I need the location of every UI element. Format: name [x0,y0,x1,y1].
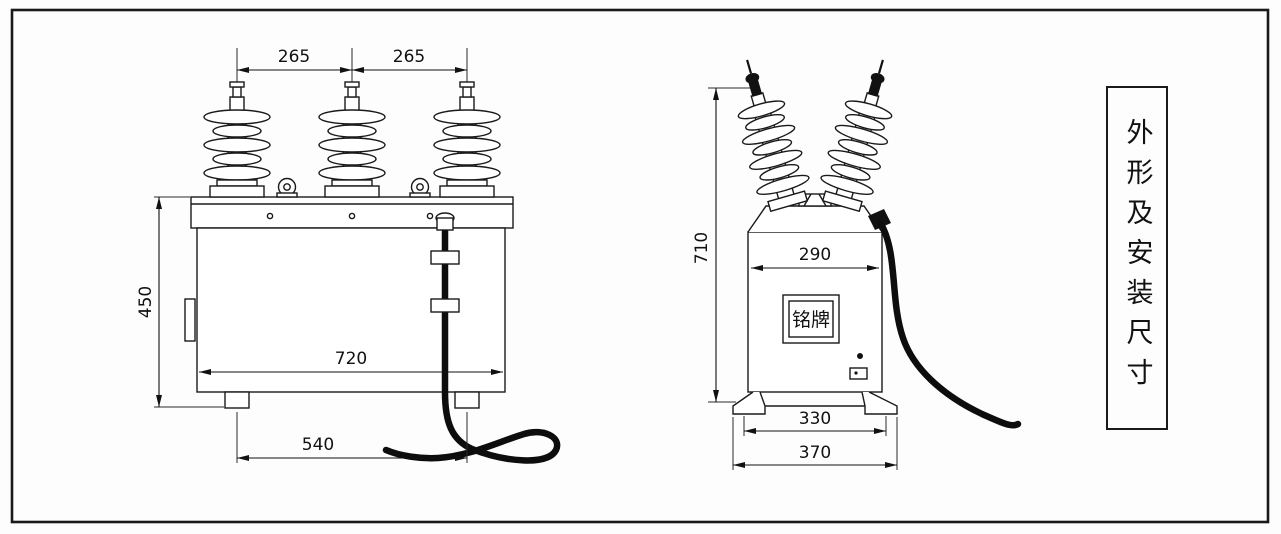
drawing-border [10,8,1270,524]
dimension-footspan-540: 540 [236,412,468,463]
cable-clamp-lower [430,298,460,313]
dim-label-370: 370 [799,443,831,463]
front-view: 265 265 [136,47,561,464]
dim-label-540: 540 [302,435,334,455]
flange-bolt [426,212,434,220]
side-cable [868,209,1022,429]
dim-label-265-left: 265 [278,47,310,67]
side-view: 铭牌 710 290 330 [692,51,1022,470]
bushing-right [433,81,501,198]
dimension-foot-330: 330 [743,409,887,436]
dimension-pitch-left: 265 [237,47,352,73]
dim-label-720: 720 [335,349,367,369]
dim-label-450: 450 [136,286,156,318]
dim-label-265-right: 265 [393,47,425,67]
side-cable-gland [868,209,891,230]
dim-label-290: 290 [799,245,831,265]
nameplate: 铭牌 [782,294,840,344]
foot-right [454,391,480,409]
dim-label-710: 710 [692,232,712,264]
flange-bolt [348,212,356,220]
flange-bolt [266,212,274,220]
dimension-width-720: 720 [199,349,503,375]
side-foot-right [861,391,898,415]
cable-gland-body [436,217,454,231]
nameplate-label: 铭牌 [792,309,830,331]
caption-panel: 外形及安装尺寸 [1106,86,1168,430]
foot-left [224,391,250,409]
dimension-foot-370: 370 [732,417,898,470]
dimension-width-290: 290 [751,245,879,271]
dimension-height-450: 450 [136,196,224,408]
side-roof [747,205,883,233]
small-box [849,367,868,380]
cable-clamp-upper [430,250,460,265]
body-dot [857,353,863,359]
bushing-left [203,81,271,198]
caption-text: 外形及安装尺寸 [1121,118,1153,398]
tank-top-flange [190,196,514,229]
dimension-height-710: 710 [692,87,750,403]
bushing-middle [318,81,386,198]
dimension-pitch-right: 265 [352,47,467,73]
side-foot-left [732,391,766,415]
dim-label-330: 330 [799,409,831,429]
side-bracket [184,298,196,342]
small-box-dot [854,371,858,375]
side-bushing-right [813,51,910,215]
lifting-lug-left [276,177,298,198]
side-bushing-left [720,51,817,215]
lifting-lug-right [409,177,431,198]
